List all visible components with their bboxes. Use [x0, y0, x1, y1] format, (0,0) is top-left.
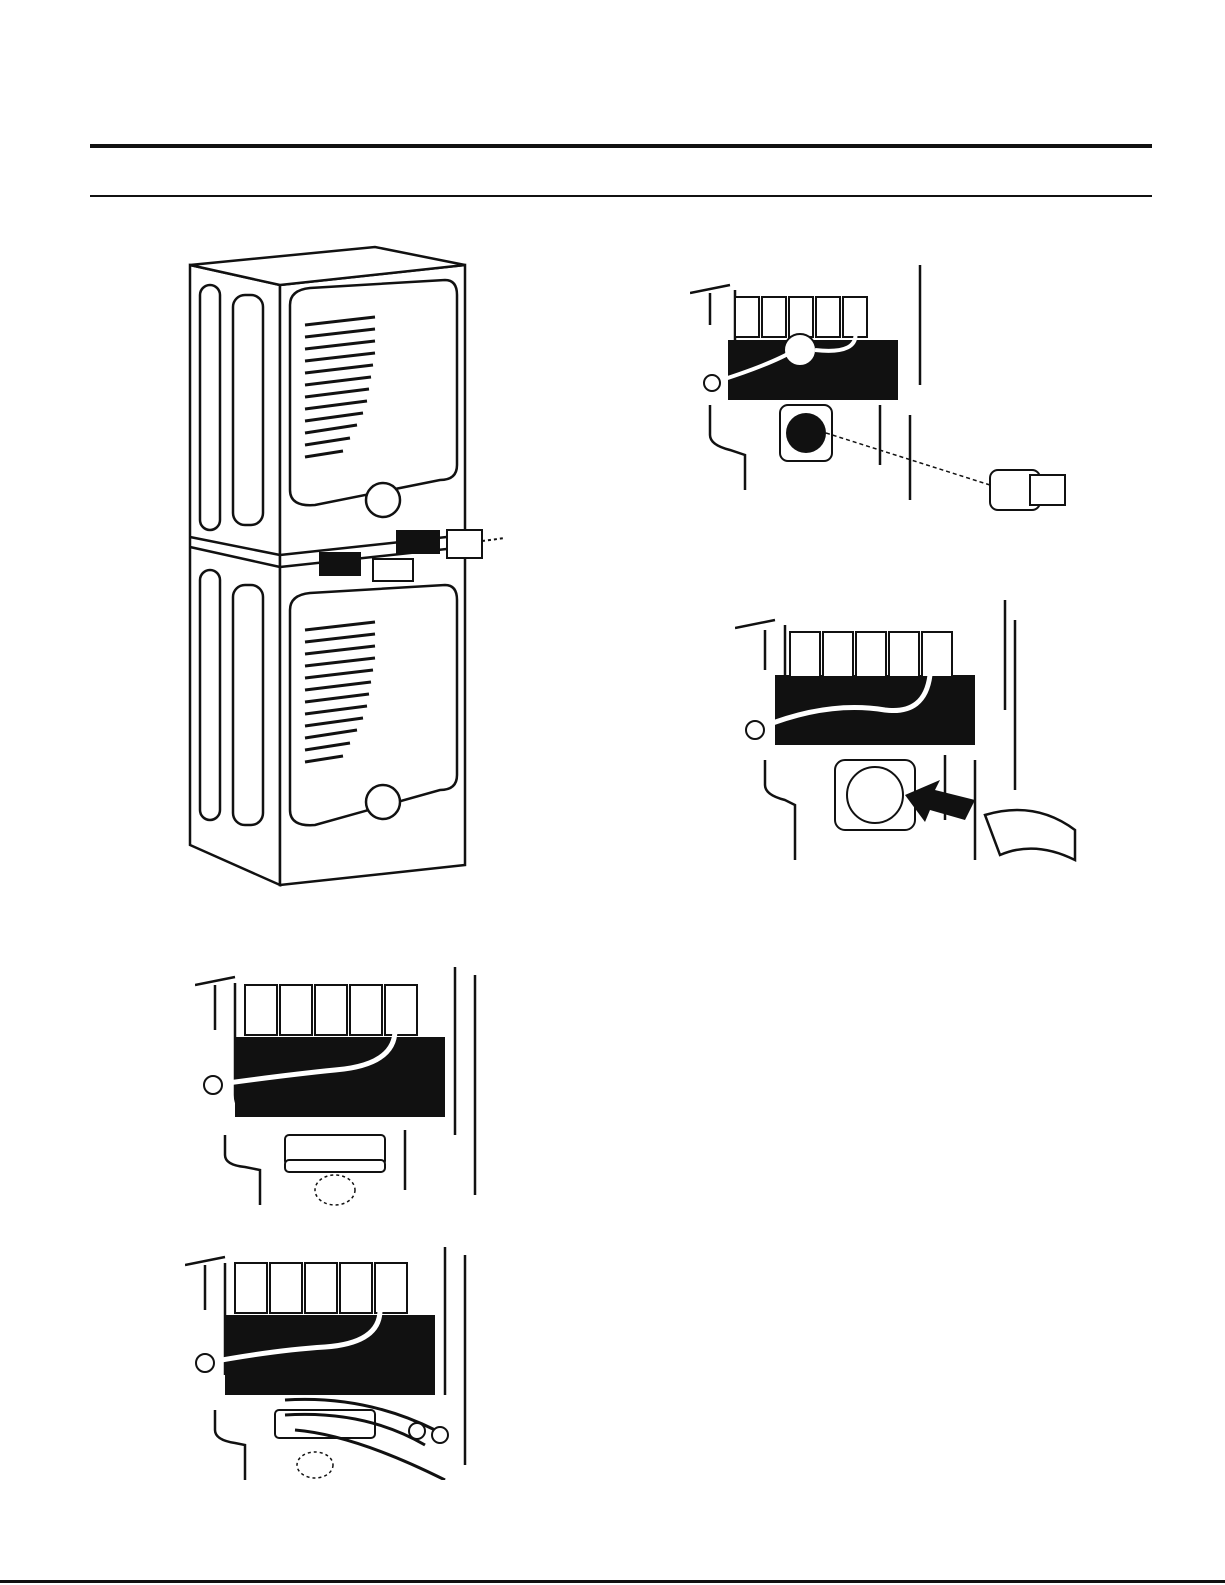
stacked-washer-dryer-illustration: [185, 245, 515, 895]
terminal-block-with-strain-relief-illustration: [690, 255, 1100, 525]
header-rule-thin: [90, 195, 1152, 197]
terminal-block-with-clamp-illustration: [195, 955, 495, 1210]
terminal-block-cord-figure: [185, 1235, 485, 1480]
conduit-insertion-illustration: [735, 590, 1085, 870]
terminal-block-strain-relief-figure: [690, 255, 1100, 525]
stacked-unit-illustration: [185, 245, 515, 895]
terminal-block-clamp-figure: [195, 955, 495, 1210]
terminal-block-with-cord-illustration: [185, 1235, 485, 1480]
footer-rule: [0, 1580, 1225, 1583]
conduit-insertion-figure: [735, 590, 1085, 870]
header-rule-thick: [90, 144, 1152, 148]
